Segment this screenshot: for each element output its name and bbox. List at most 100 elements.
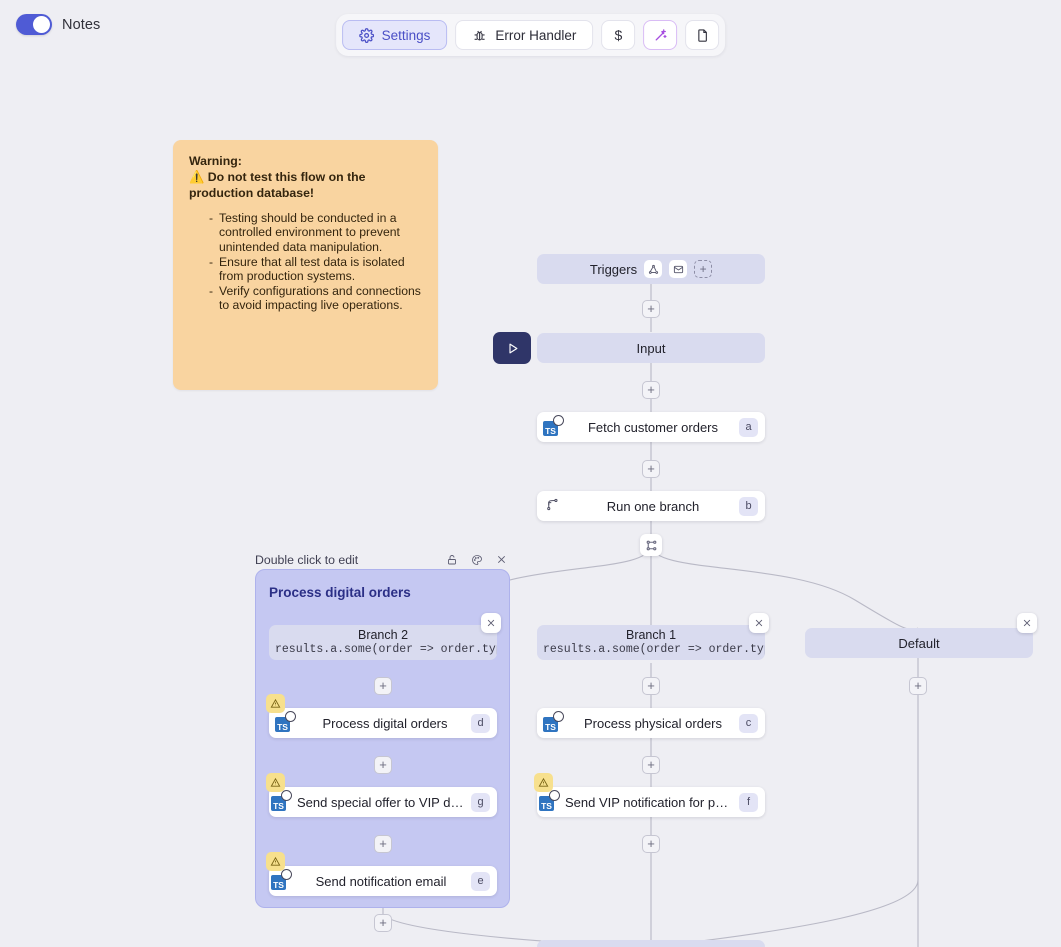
email-icon[interactable] xyxy=(669,260,688,278)
node-status-badge-icon xyxy=(549,790,560,801)
group-edit-hint: Double click to edit xyxy=(255,552,359,567)
remove-default-branch-button[interactable] xyxy=(1017,613,1037,633)
notes-label: Notes xyxy=(62,16,101,33)
branch-label: Default xyxy=(898,635,940,651)
add-node-button[interactable] xyxy=(642,835,660,853)
list-item: Testing should be conducted in a control… xyxy=(209,211,422,255)
lock-icon[interactable] xyxy=(443,551,460,568)
typescript-icon: TS xyxy=(271,869,292,890)
group-header: Double click to edit xyxy=(255,551,510,568)
branch-label: Branch 1 xyxy=(625,628,677,642)
sticky-heading-line2: ⚠️ Do not test this flow on the producti… xyxy=(189,169,366,200)
node-status-badge-icon xyxy=(281,790,292,801)
warning-icon xyxy=(534,773,553,792)
ai-assist-button[interactable] xyxy=(643,20,678,50)
triggers-label: Triggers xyxy=(589,261,638,277)
node-label: Send notification email xyxy=(315,873,447,889)
top-toolbar: Settings Error Handler $ xyxy=(335,14,726,56)
node-fetch-customer-orders[interactable]: TS Fetch customer orders a xyxy=(537,412,765,442)
warning-icon xyxy=(266,694,285,713)
input-node[interactable]: Input xyxy=(537,333,765,363)
node-icon-slot: TS xyxy=(269,869,292,890)
node-run-one-branch[interactable]: Run one branch b xyxy=(537,491,765,521)
add-node-button[interactable] xyxy=(909,677,927,695)
branch-icon xyxy=(545,497,560,515)
node-label: Fetch customer orders xyxy=(587,419,719,435)
sticky-note-bullets: Testing should be conducted in a control… xyxy=(209,211,422,313)
triggers-node[interactable]: Triggers + xyxy=(537,254,765,284)
dollar-icon: $ xyxy=(614,27,623,43)
group-container-process-digital-orders[interactable] xyxy=(255,569,510,908)
bug-icon xyxy=(472,28,487,43)
node-key-badge: c xyxy=(739,713,758,733)
add-node-button[interactable] xyxy=(642,300,660,318)
typescript-icon: TS xyxy=(271,790,292,811)
sticky-note-warning[interactable]: Warning: ⚠️ Do not test this flow on the… xyxy=(173,140,438,390)
node-icon-slot: TS xyxy=(537,790,560,811)
node-label: Run one branch xyxy=(606,498,700,514)
warning-icon xyxy=(266,773,285,792)
node-process-digital-orders[interactable]: TS Process digital orders d xyxy=(269,708,497,738)
branch-node-default[interactable]: Default xyxy=(805,628,1033,658)
node-send-notification-email[interactable]: TS Send notification email e xyxy=(269,866,497,896)
node-icon-slot: TS xyxy=(537,711,567,732)
error-handler-button[interactable]: Error Handler xyxy=(455,20,594,50)
node-key-badge: f xyxy=(739,792,758,812)
branch-node-2[interactable]: Branch 2 results.a.some(order => order.t… xyxy=(269,625,497,660)
cost-button[interactable]: $ xyxy=(601,20,636,50)
add-node-button[interactable] xyxy=(374,835,392,853)
node-icon-slot: TS xyxy=(537,415,567,436)
branch-condition-code: results.a.some(order => order.type xyxy=(275,643,497,656)
run-flow-button[interactable] xyxy=(493,332,531,364)
node-key-badge: g xyxy=(471,792,490,812)
remove-branch-2-button[interactable] xyxy=(481,613,501,633)
typescript-icon: TS xyxy=(543,711,564,732)
node-send-vip-physical[interactable]: TS Send VIP notification for physical...… xyxy=(537,787,765,817)
node-send-special-offer[interactable]: TS Send special offer to VIP digital c..… xyxy=(269,787,497,817)
webhook-icon[interactable] xyxy=(644,260,663,278)
node-process-physical-orders[interactable]: TS Process physical orders c xyxy=(537,708,765,738)
node-key-badge: b xyxy=(739,496,758,516)
branch-condition-code: results.a.some(order => order.type xyxy=(543,643,765,656)
magic-wand-icon xyxy=(653,28,668,43)
list-item: Verify configurations and connections to… xyxy=(209,284,422,313)
add-node-button[interactable] xyxy=(642,460,660,478)
add-node-button[interactable] xyxy=(642,381,660,399)
branch-split-icon[interactable] xyxy=(640,534,662,556)
toggle-knob xyxy=(33,16,50,33)
sticky-heading-line1: Warning: xyxy=(189,154,242,168)
node-label: Process digital orders xyxy=(322,715,448,731)
add-node-button[interactable] xyxy=(642,756,660,774)
node-icon-slot xyxy=(537,497,567,515)
palette-icon[interactable] xyxy=(468,551,485,568)
node-icon-slot: TS xyxy=(269,711,299,732)
add-node-button[interactable] xyxy=(374,914,392,932)
sticky-note-heading: Warning: ⚠️ Do not test this flow on the… xyxy=(189,154,422,202)
node-key-badge: e xyxy=(471,871,490,891)
add-node-button[interactable] xyxy=(642,677,660,695)
settings-button[interactable]: Settings xyxy=(341,20,448,50)
input-node-label: Input xyxy=(636,340,666,356)
node-key-badge: d xyxy=(471,713,490,733)
add-trigger-button[interactable]: + xyxy=(694,260,713,278)
settings-button-label: Settings xyxy=(381,27,431,43)
node-bottom-partial[interactable] xyxy=(537,940,765,947)
branch-node-1[interactable]: Branch 1 results.a.some(order => order.t… xyxy=(537,625,765,660)
typescript-icon: TS xyxy=(543,415,564,436)
remove-branch-1-button[interactable] xyxy=(749,613,769,633)
node-status-badge-icon xyxy=(281,869,292,880)
add-node-button[interactable] xyxy=(374,756,392,774)
notes-toggle-group: Notes xyxy=(16,14,100,35)
list-item: Ensure that all test data is isolated fr… xyxy=(209,255,422,284)
warning-icon xyxy=(266,852,285,871)
notes-toggle[interactable] xyxy=(16,14,52,35)
close-icon[interactable] xyxy=(493,551,510,568)
add-node-button[interactable] xyxy=(374,677,392,695)
node-label: Process physical orders xyxy=(584,715,722,731)
docs-button[interactable] xyxy=(685,20,720,50)
typescript-icon: TS xyxy=(539,790,560,811)
node-icon-slot: TS xyxy=(269,790,292,811)
node-status-badge-icon xyxy=(285,711,296,722)
